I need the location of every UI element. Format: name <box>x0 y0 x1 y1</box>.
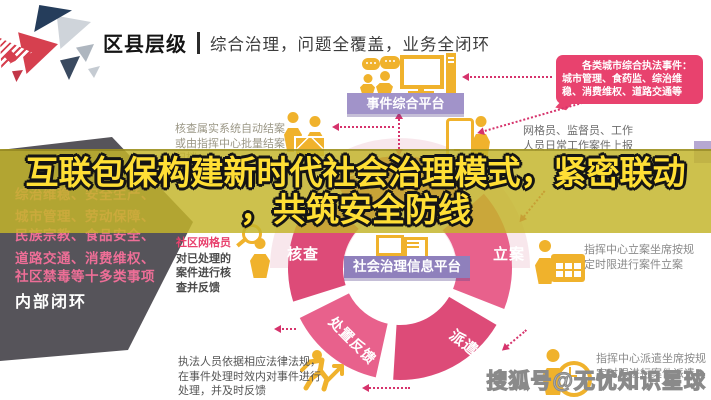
ring-segment-handle-feedback <box>299 293 388 378</box>
header-divider <box>197 31 200 54</box>
deco-triangle-red-tiny <box>12 70 23 82</box>
note-grid-worker-body: 对已处理的案件进行核查并反馈 <box>176 252 231 294</box>
arrow-to-verify-note <box>274 325 296 333</box>
arrow-to-closing-staff <box>332 123 394 131</box>
note-file-case: 指挥中心立案坐席按规定时限进行案件立案 <box>584 244 694 271</box>
header-subtitle: 综合治理，问题全覆盖，业务全闭环 <box>210 35 490 54</box>
note-report: 网格员、监督员、工作人员日常工作案件上报 <box>523 125 633 152</box>
event-platform-banner: 事件综合平台 <box>347 93 464 114</box>
ring-segment-dispatch <box>393 296 497 380</box>
header-level: 区县层级 <box>103 34 187 56</box>
ring-label-verify: 核查 <box>287 245 319 263</box>
sidebar-line-5: 社区禁毒等十多类事项 <box>15 269 155 284</box>
dispatch-clock-icon <box>540 349 594 397</box>
ring-label-file: 立案 <box>493 245 525 263</box>
deco-triangle-gray-small <box>76 44 94 62</box>
note-dispatch: 指挥中心派遣坐席按规定时限进行案件派遣 <box>596 353 706 380</box>
headline-overlay: 互联包保构建新时代社会治理模式，紧密联动 ，共筑安全防线 <box>0 149 711 233</box>
watermark: 搜狐号@无忧知识星球 <box>486 369 706 393</box>
info-platform-banner: 社会治理信息平台 <box>344 256 470 278</box>
note-handle: 执法人员依据相应法律法规，在事件处理时效内对事件进行处理，并及时反馈 <box>178 356 321 397</box>
deco-triangle-gray-tiny <box>88 66 100 78</box>
law-enforcement-bubble: 各类城市综合执法事件：城市管理、食药监、综治维稳、消费维权、道路交通等 <box>556 55 703 104</box>
note-grid-worker: 社区网格员 对已处理的案件进行核查并反馈 <box>176 236 238 295</box>
deco-triangle-gray <box>56 15 91 49</box>
headline-line-1: 互联包保构建新时代社会治理模式，紧密联动 <box>25 154 686 191</box>
sidebar-line-4: 道路交通、消费维权、 <box>15 251 155 266</box>
arrow-platform-to-ring <box>395 112 403 156</box>
deco-triangle-dark-small <box>60 56 80 80</box>
header: 区县层级 综合治理，问题全覆盖，业务全闭环 <box>103 28 490 57</box>
chat-people-icon <box>360 56 400 98</box>
deco-triangles <box>0 0 110 100</box>
arrow-bubble-to-platform <box>462 73 552 81</box>
desktop-computer-icon <box>400 53 456 95</box>
headline-line-2: ，共筑安全防线 <box>240 191 471 228</box>
handler-running-icon <box>300 348 346 394</box>
arrow-bottom-center <box>362 384 410 392</box>
grid-worker-icon <box>250 238 272 280</box>
sidebar-footer: 内部闭环 <box>15 294 88 311</box>
note-grid-worker-title: 社区网格员 <box>176 237 231 249</box>
case-filing-icon <box>535 240 587 286</box>
